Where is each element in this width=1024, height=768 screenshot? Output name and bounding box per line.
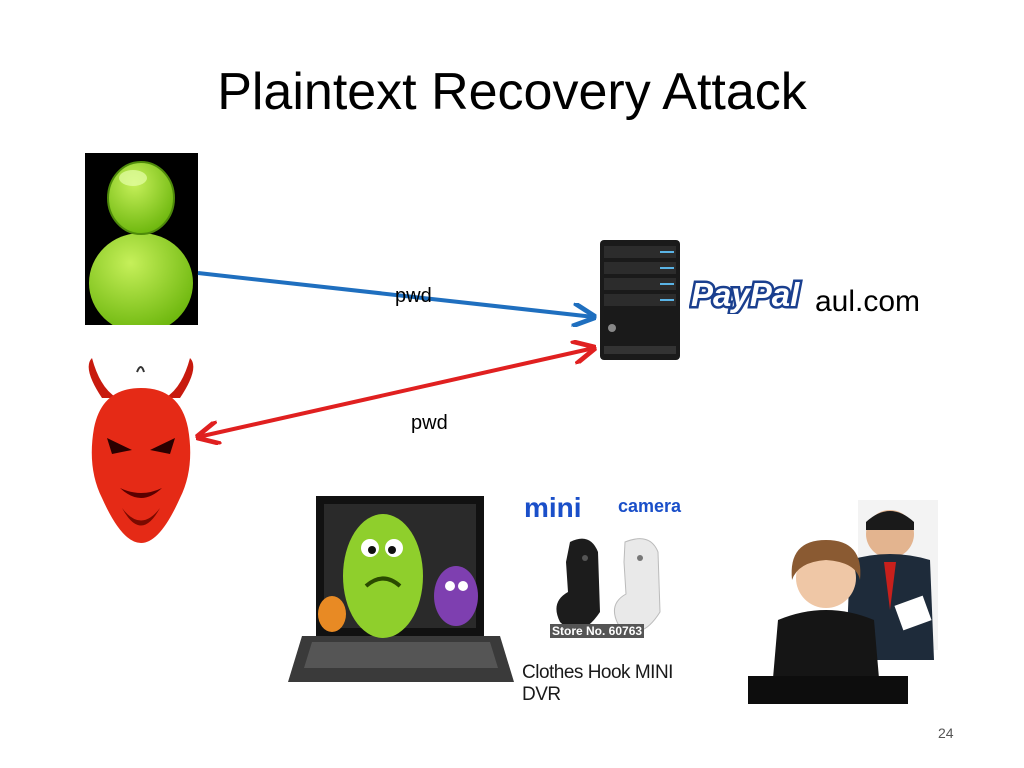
svg-text:PayPal: PayPal — [691, 276, 800, 313]
user-to-server-arrow — [197, 271, 594, 317]
camera-label: camera — [618, 496, 682, 516]
svg-text:PayPal: PayPal — [691, 276, 800, 313]
hook-caption: Clothes Hook MINI DVR — [522, 662, 673, 705]
user-arrow-label: pwd — [395, 285, 432, 307]
attacker-server-arrow — [198, 348, 594, 437]
devil-icon — [88, 358, 194, 543]
slide-title: Plaintext Recovery Attack — [217, 63, 807, 121]
mini-label: mini — [524, 492, 582, 523]
malware-laptop-icon — [288, 496, 514, 682]
page-number: 24 — [938, 725, 954, 741]
paypal-logo: PayPal PayPal — [689, 274, 825, 316]
attacker-arrow-label: pwd — [411, 412, 448, 434]
store-watermark: Store No. 60763 — [550, 624, 645, 638]
hook-camera-icon — [556, 538, 661, 633]
shoulder-surfing-icon — [748, 500, 938, 704]
hook-camera-panel: mini camera Store No. 60763 Clothes Hook… — [520, 492, 696, 705]
server-icon — [600, 240, 680, 360]
domain-text: aul.com — [815, 285, 921, 318]
user-icon — [85, 153, 198, 325]
